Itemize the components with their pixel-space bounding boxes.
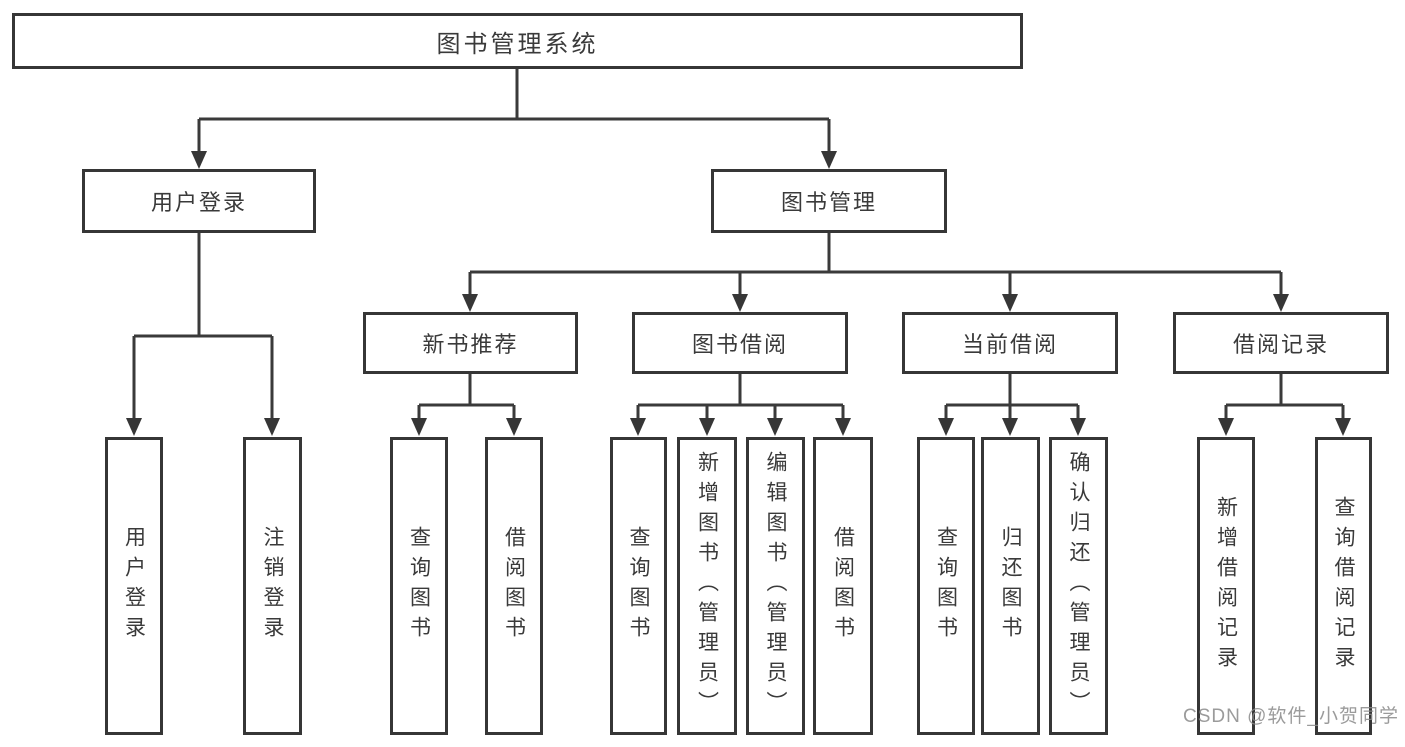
node-book-borrowing: 图书借阅 bbox=[632, 312, 848, 374]
node-leaf-add-books-admin: 新增图书（管理员） bbox=[677, 437, 737, 735]
node-leaf-borrow-books: 借阅图书 bbox=[813, 437, 873, 735]
node-leaf-logout: 注销登录 bbox=[243, 437, 302, 735]
node-leaf-query-books-recommend: 查询图书 bbox=[390, 437, 448, 735]
node-library-system: 图书管理系统 bbox=[12, 13, 1023, 69]
node-new-book-recommendation: 新书推荐 bbox=[363, 312, 578, 374]
node-book-management: 图书管理 bbox=[711, 169, 947, 233]
node-leaf-confirm-return-admin: 确认归还（管理员） bbox=[1049, 437, 1108, 735]
node-leaf-add-borrow-record: 新增借阅记录 bbox=[1197, 437, 1255, 735]
node-leaf-return-books: 归还图书 bbox=[981, 437, 1040, 735]
node-user-login: 用户登录 bbox=[82, 169, 316, 233]
node-leaf-query-books-borrowing: 查询图书 bbox=[610, 437, 667, 735]
node-leaf-edit-books-admin: 编辑图书（管理员） bbox=[746, 437, 805, 735]
node-borrowing-records: 借阅记录 bbox=[1173, 312, 1389, 374]
node-leaf-query-borrow-record: 查询借阅记录 bbox=[1315, 437, 1372, 735]
watermark-text: CSDN @软件_小贺同学 bbox=[1183, 706, 1399, 727]
node-leaf-borrow-books-recommend: 借阅图书 bbox=[485, 437, 543, 735]
node-leaf-query-books-current: 查询图书 bbox=[917, 437, 975, 735]
node-leaf-user-login: 用户登录 bbox=[105, 437, 163, 735]
node-current-borrowing: 当前借阅 bbox=[902, 312, 1118, 374]
